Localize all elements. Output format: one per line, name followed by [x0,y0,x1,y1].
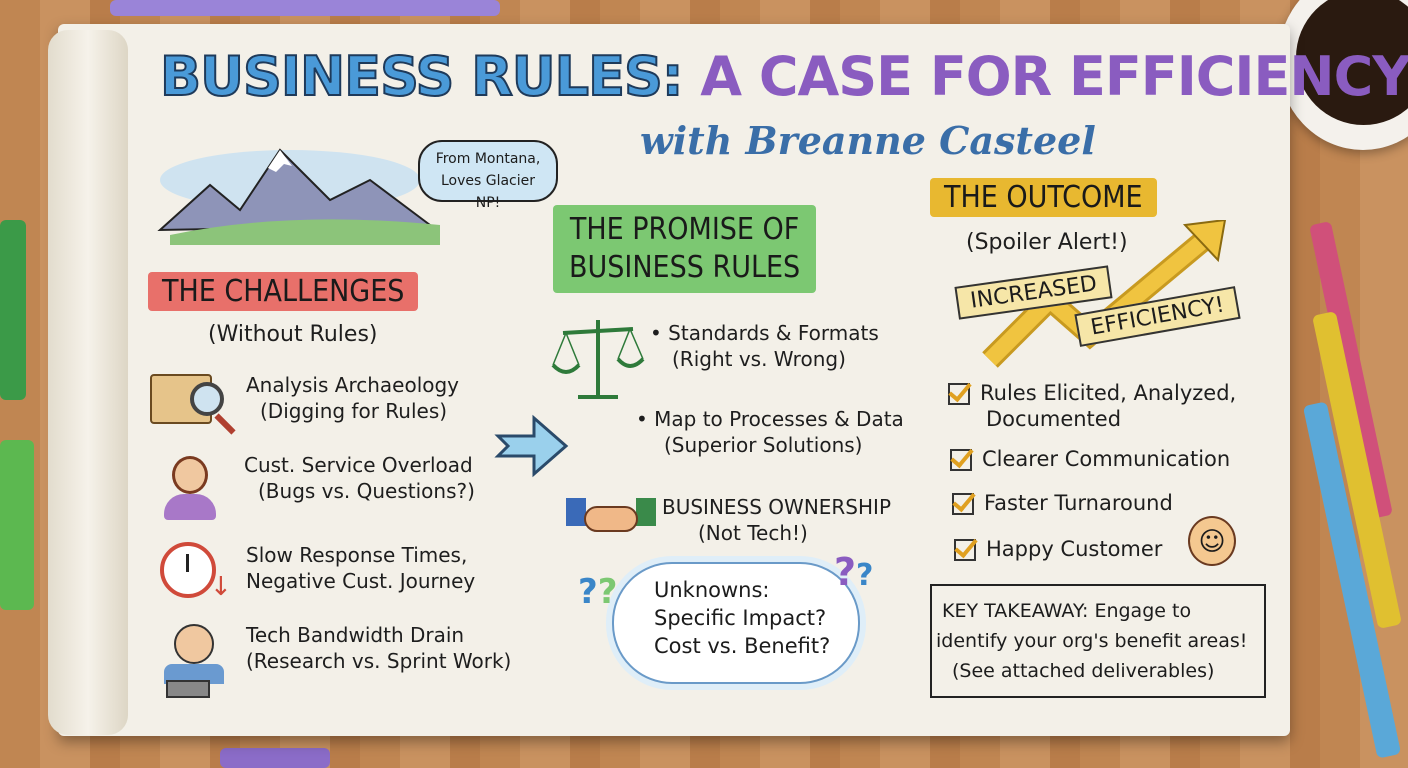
promise-2-title: • Map to Processes & Data [636,407,904,431]
subtitle: with Breanne Casteel [640,118,1096,163]
scales-icon [551,320,645,399]
checkbox-icon [948,383,970,405]
page-curl [48,30,128,735]
challenge-item-3: Slow Response Times,Negative Cust. Journ… [246,542,475,594]
promise-heading-line2: BUSINESS RULES [569,250,801,285]
challenge-4-title: Tech Bandwidth Drain [246,623,465,647]
green-marker [0,220,26,400]
promise-1-detail: (Right vs. Wrong) [672,347,846,371]
purple-marker-bottom [220,748,330,768]
handshake-icon [566,492,656,548]
challenge-1-detail: (Digging for Rules) [260,399,448,423]
speech-bubble: From Montana, Loves Glacier NP! [418,140,558,211]
outcome-check-1: Rules Elicited, Analyzed,Documented [948,380,1236,432]
check-1-line1: Rules Elicited, Analyzed, [980,381,1237,405]
outcome-check-2: Clearer Communication [950,446,1230,472]
takeaway-line3: (See attached deliverables) [952,660,1215,682]
challenge-2-title: Cust. Service Overload [244,453,473,477]
challenge-3-detail: Negative Cust. Journey [246,569,476,593]
outcome-subheading: (Spoiler Alert!) [966,230,1128,255]
outcome-heading: THE OUTCOME [930,178,1157,217]
challenges-subheading: (Without Rules) [208,322,378,347]
promise-item-1: • Standards & Formats(Right vs. Wrong) [650,320,879,372]
headset-agent-icon [160,452,220,522]
stressed-laptop-person-icon [160,618,230,698]
cloud-line2: Specific Impact? [654,606,827,630]
outcome-check-4: Happy Customer [954,536,1162,562]
smiley-face-icon: ☺ [1188,516,1236,566]
challenge-1-title: Analysis Archaeology [246,373,460,397]
challenge-item-2: Cust. Service Overload(Bugs vs. Question… [244,452,475,504]
promise-2-detail: (Superior Solutions) [664,433,863,457]
purple-marker [110,0,500,16]
promise-item-2: • Map to Processes & Data(Superior Solut… [636,406,904,458]
title-part1: BUSINESS RULES: [159,44,684,109]
clock-down-arrow-icon: ↓ [160,542,232,604]
challenge-2-detail: (Bugs vs. Questions?) [258,479,475,503]
promise-3-title: BUSINESS OWNERSHIP [662,495,892,519]
promise-1-title: • Standards & Formats [650,321,879,345]
map-magnifier-icon [150,368,240,438]
promise-item-3: BUSINESS OWNERSHIP(Not Tech!) [662,494,891,546]
check-4-label: Happy Customer [986,537,1163,561]
takeaway-line2: identify your org's benefit areas! [936,630,1248,652]
question-mark-icon: ?? [578,572,618,612]
unknowns-cloud: Unknowns: Specific Impact? Cost vs. Bene… [612,562,860,684]
title-part2: A CASE FOR EFFICIENCY [700,45,1408,108]
mountains-icon [157,148,440,245]
challenge-3-title: Slow Response Times, [246,543,468,567]
challenges-heading: THE CHALLENGES [148,272,419,311]
page-title: BUSINESS RULES: A CASE FOR EFFICIENCY [159,44,1408,109]
cloud-line1: Unknowns: [654,578,770,602]
takeaway-line1: KEY TAKEAWAY: Engage to [942,600,1192,622]
promise-3-detail: (Not Tech!) [698,521,808,545]
challenge-item-1: Analysis Archaeology(Digging for Rules) [246,372,459,424]
question-mark-icon-2: ?? [834,550,874,594]
challenge-4-detail: (Research vs. Sprint Work) [246,649,512,673]
check-3-label: Faster Turnaround [984,491,1173,515]
promise-heading: THE PROMISE OF BUSINESS RULES [553,205,817,293]
right-arrow-icon [494,414,569,478]
key-takeaway-box: KEY TAKEAWAY: Engage to identify your or… [930,584,1266,698]
promise-heading-line1: THE PROMISE OF [569,212,800,247]
check-2-label: Clearer Communication [982,447,1231,471]
outcome-check-3: Faster Turnaround [952,490,1173,516]
checkbox-icon [952,493,974,515]
checkbox-icon [954,539,976,561]
green-marker-2 [0,440,34,610]
rising-arrow-icon [982,220,1227,368]
bubble-line2: Loves Glacier NP! [440,173,536,211]
check-1-line2: Documented [986,407,1122,431]
challenge-item-4: Tech Bandwidth Drain(Research vs. Sprint… [246,622,511,674]
bubble-line1: From Montana, [435,151,541,167]
checkbox-icon [950,449,972,471]
cloud-line3: Cost vs. Benefit? [654,634,831,658]
